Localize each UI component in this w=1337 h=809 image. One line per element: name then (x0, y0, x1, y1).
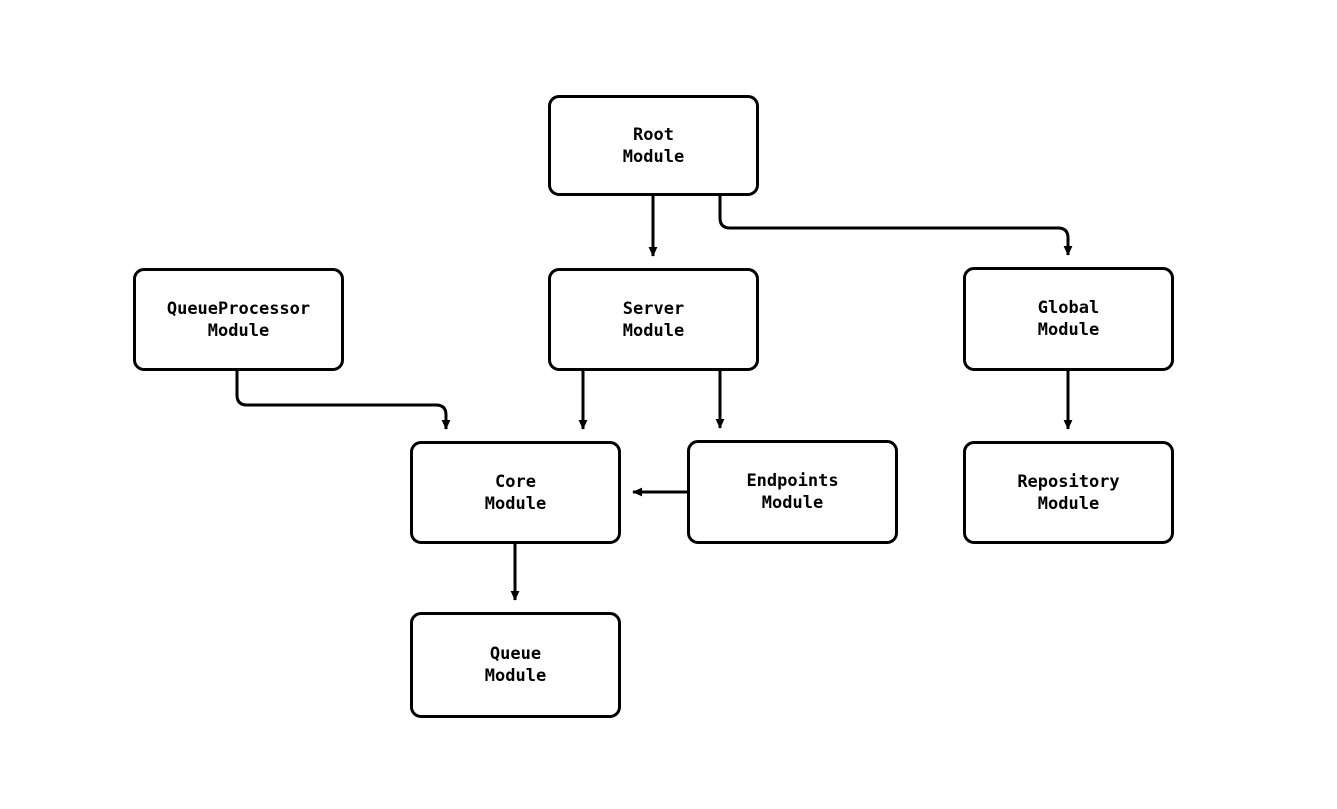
node-endpoints[interactable]: Endpoints Module (687, 440, 898, 544)
node-queue-line1: Queue (489, 644, 542, 664)
node-global-line2: Module (1037, 320, 1100, 340)
node-endpoints-line1: Endpoints (746, 471, 839, 491)
node-server-line1: Server (622, 298, 685, 319)
node-server[interactable]: Server Module (548, 268, 759, 371)
node-global[interactable]: Global Module (963, 267, 1174, 371)
node-queueprocessor[interactable]: QueueProcessor Module (133, 268, 344, 371)
edge-root-global (718, 196, 1073, 256)
edge-queueprocessor-core (235, 371, 451, 430)
node-repository[interactable]: Repository Module (963, 441, 1174, 544)
node-global-line1: Global (1037, 298, 1100, 318)
node-root-line1: Root (633, 124, 674, 145)
node-queueprocessor-line1: QueueProcessor (166, 298, 311, 319)
node-core[interactable]: Core Module (410, 441, 621, 544)
node-queueprocessor-line2: Module (207, 320, 270, 341)
node-core-line1: Core (495, 471, 536, 492)
node-server-line2: Module (622, 320, 685, 341)
node-repository-line2: Module (1037, 493, 1100, 514)
node-core-line2: Module (484, 493, 547, 514)
node-queue-line2: Module (484, 666, 547, 686)
node-endpoints-line2: Module (761, 493, 824, 513)
node-repository-line1: Repository (1017, 471, 1120, 492)
node-queue[interactable]: Queue Module (410, 612, 621, 718)
node-root[interactable]: Root Module (548, 95, 759, 196)
node-root-line2: Module (622, 146, 685, 167)
